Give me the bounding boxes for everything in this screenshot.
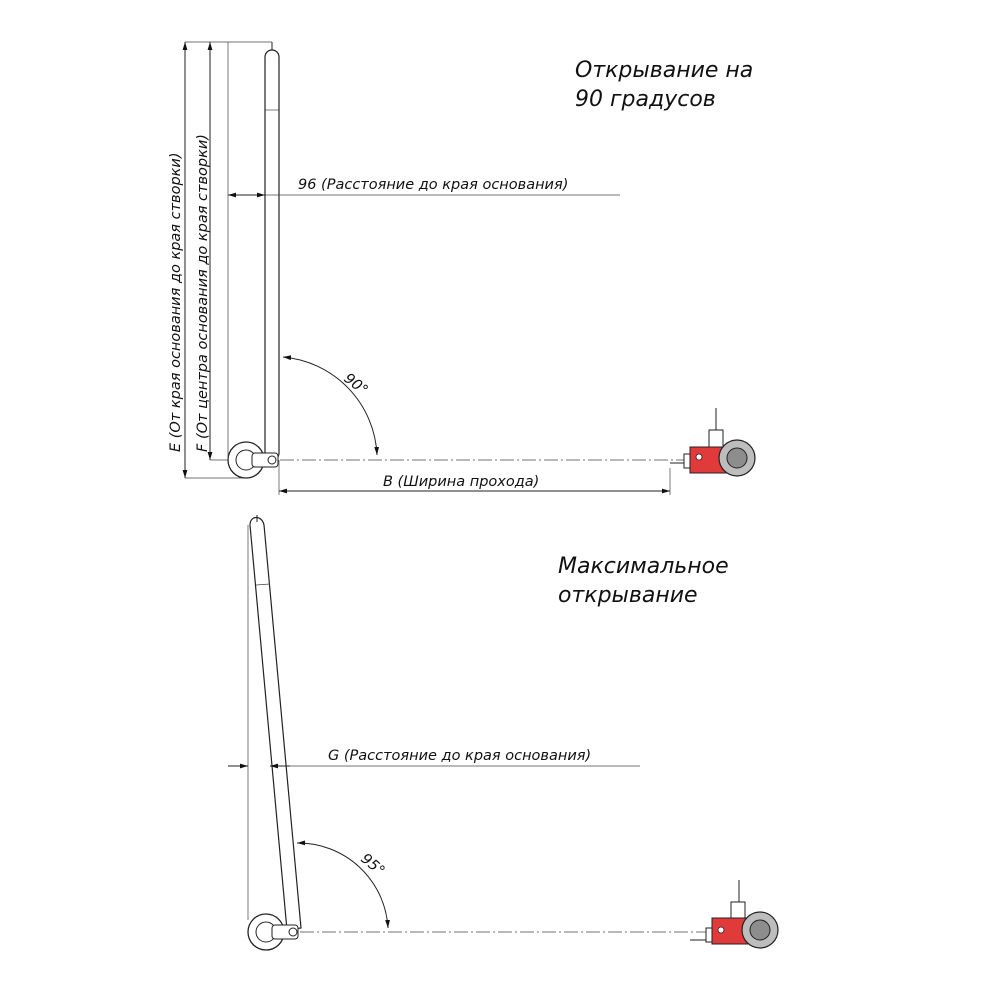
angle-95-label: 95° [357,851,387,880]
bottom-title-line1: Максимальное [558,554,729,579]
dim-e-label: E (От края основания до края створки) [168,152,184,452]
gate-leaf-tilted [249,515,302,931]
dim-g-label: G (Расстояние до края основания) [328,748,591,764]
top-diagram: E (От края основания до края створки) F … [168,41,756,495]
gate-leaf-vertical [264,42,280,461]
dim-f-label: F (От центра основания до края створки) [195,134,211,452]
angle-arc-90 [282,355,380,456]
bottom-title-line2: открывание [558,583,698,608]
motor-unit-right-top [670,408,756,477]
dim-b-label: B (Ширина прохода) [383,474,539,490]
angle-arc-95 [296,840,390,929]
angle-90-label: 90° [341,371,371,399]
bottom-diagram: G (Расстояние до края основания) 95° Мак… [228,515,779,951]
top-title-line2: 90 градусов [575,87,716,112]
base-wheel-left-bottom [247,913,299,951]
base-wheel-left [227,441,279,479]
dim-96-label: 96 (Расстояние до края основания) [298,177,568,193]
motor-unit-right-bottom [690,880,779,949]
top-title-line1: Открывание на [575,58,753,83]
